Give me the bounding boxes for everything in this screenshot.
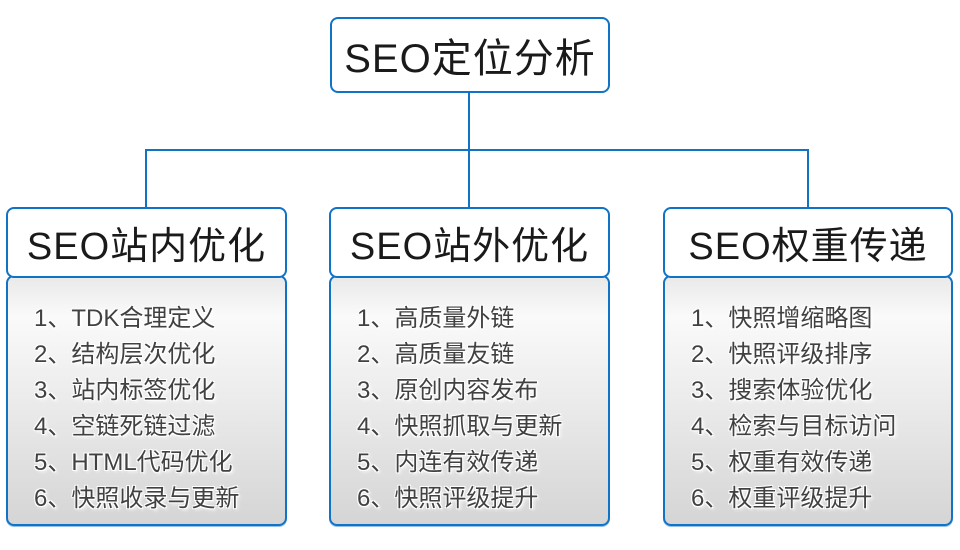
list-item: 4、检索与目标访问	[691, 413, 897, 440]
connector-root-stem	[468, 93, 470, 150]
list-item: 6、快照评级提升	[357, 485, 539, 512]
branch-offsite-list: 1、高质量外链 2、高质量友链 3、原创内容发布 4、快照抓取与更新 5、内连有…	[329, 275, 610, 526]
branch-onsite: SEO站内优化 1、TDK合理定义 2、结构层次优化 3、站内标签优化 4、空链…	[6, 207, 287, 526]
branch-offsite-header: SEO站外优化	[329, 207, 610, 278]
list-item: 5、权重有效传递	[691, 449, 873, 476]
list-item: 5、HTML代码优化	[34, 449, 233, 476]
root-node: SEO定位分析	[330, 17, 610, 93]
list-item: 1、快照增缩略图	[691, 305, 873, 332]
list-item: 6、权重评级提升	[691, 485, 873, 512]
list-item: 2、高质量友链	[357, 341, 515, 368]
list-item: 1、TDK合理定义	[34, 305, 216, 332]
branch-weight-title: SEO权重传递	[688, 226, 928, 268]
branch-onsite-list: 1、TDK合理定义 2、结构层次优化 3、站内标签优化 4、空链死链过滤 5、H…	[6, 275, 287, 526]
branch-weight: SEO权重传递 1、快照增缩略图 2、快照评级排序 3、搜索体验优化 4、检索与…	[663, 207, 953, 526]
branch-weight-header: SEO权重传递	[663, 207, 953, 278]
connector-drop-middle	[468, 149, 470, 207]
list-item: 6、快照收录与更新	[34, 485, 240, 512]
list-item: 2、结构层次优化	[34, 341, 216, 368]
list-item: 5、内连有效传递	[357, 449, 539, 476]
list-item: 2、快照评级排序	[691, 341, 873, 368]
connector-drop-left	[145, 149, 147, 207]
list-item: 3、搜索体验优化	[691, 377, 873, 404]
branch-weight-list: 1、快照增缩略图 2、快照评级排序 3、搜索体验优化 4、检索与目标访问 5、权…	[663, 275, 953, 526]
list-item: 3、站内标签优化	[34, 377, 216, 404]
connector-crossbar	[145, 149, 809, 151]
branch-onsite-header: SEO站内优化	[6, 207, 287, 278]
branch-offsite-title: SEO站外优化	[349, 226, 590, 268]
root-node-title: SEO定位分析	[344, 37, 596, 81]
branch-onsite-title: SEO站内优化	[26, 226, 267, 268]
list-item: 3、原创内容发布	[357, 377, 539, 404]
branch-offsite: SEO站外优化 1、高质量外链 2、高质量友链 3、原创内容发布 4、快照抓取与…	[329, 207, 610, 526]
list-item: 4、快照抓取与更新	[357, 413, 563, 440]
list-item: 1、高质量外链	[357, 305, 515, 332]
connector-drop-right	[807, 149, 809, 207]
list-item: 4、空链死链过滤	[34, 413, 216, 440]
